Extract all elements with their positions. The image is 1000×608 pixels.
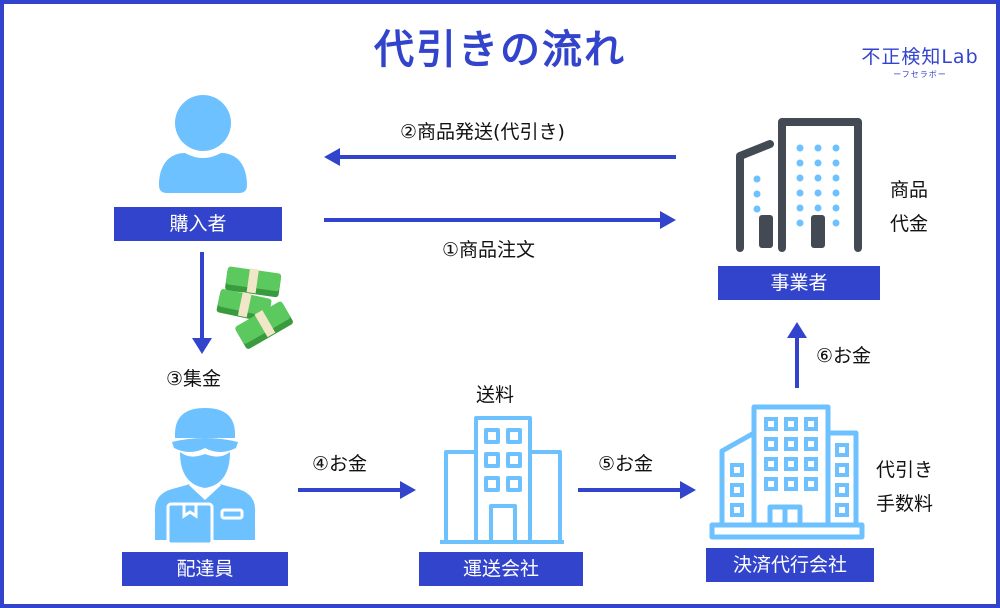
cash-bundle-icon [216,266,293,349]
logo-text: 不正検知Lab [861,46,979,68]
window [835,503,849,517]
window [804,457,818,471]
window-dot [796,144,804,152]
window [784,477,798,491]
step4-label: ④お金 [312,453,368,475]
window [764,477,778,491]
window [784,417,798,431]
step6-label: ⑥お金 [816,345,872,367]
buyer-label: 購入者 [114,207,282,241]
window [764,437,778,451]
merchant-label: 事業者 [718,266,880,300]
window [784,457,798,471]
payment-agent-label: 決済代行会社 [706,548,874,582]
window [804,417,818,431]
window-dot [753,190,761,198]
window-dot [814,204,822,212]
step3-label: ③集金 [166,368,222,390]
window-dot [796,174,804,182]
window-dot [796,159,804,167]
arrow-step2 [324,148,676,166]
window-dot [832,189,840,197]
window [730,503,744,517]
window [784,437,798,451]
step1-label: ①商品注文 [442,239,536,261]
step2-label: ②商品発送(代引き) [400,121,565,143]
shipping-note: 送料 [476,384,515,406]
arrow-step1 [324,211,676,229]
window [730,483,744,497]
window [804,477,818,491]
step5-label: ⑤お金 [598,453,654,475]
payment-agent-note-line1: 代引き [876,459,934,481]
window [764,417,778,431]
window-dot [814,174,822,182]
window-dot [814,144,822,152]
merchant-note-line1: 商品 [890,179,929,201]
window [835,483,849,497]
office-building-icon [736,118,862,252]
logo: 不正検知Lab ーフセラボー [850,44,990,80]
window [835,443,849,457]
window-dot [832,174,840,182]
window-dot [832,204,840,212]
logo-subtext: ーフセラボー [893,70,947,79]
window [835,463,849,477]
window-dot [832,144,840,152]
arrow-step4 [298,481,416,499]
building-icon [440,416,564,544]
window-dot [753,205,761,213]
page-title: 代引きの流れ [374,27,626,73]
window-dot [796,204,804,212]
window-dot [753,175,761,183]
courier-label: 配達員 [122,552,288,586]
window [730,463,744,477]
window-dot [832,159,840,167]
payment-agent-note-line2: 手数料 [876,493,934,515]
window-dot [832,219,840,227]
window [764,457,778,471]
merchant-note-line2: 代金 [890,213,929,235]
arrow-step5 [578,481,696,499]
person-icon [159,95,247,193]
shipping-company-label: 運送会社 [419,552,583,586]
window-dot [796,189,804,197]
window-dot [814,189,822,197]
arrow-step6 [787,322,807,388]
window [804,437,818,451]
window-dot [796,219,804,227]
window-dot [814,159,822,167]
arrow-step3 [192,252,212,354]
delivery-person-icon [155,408,255,546]
buildings-icon [709,404,865,540]
